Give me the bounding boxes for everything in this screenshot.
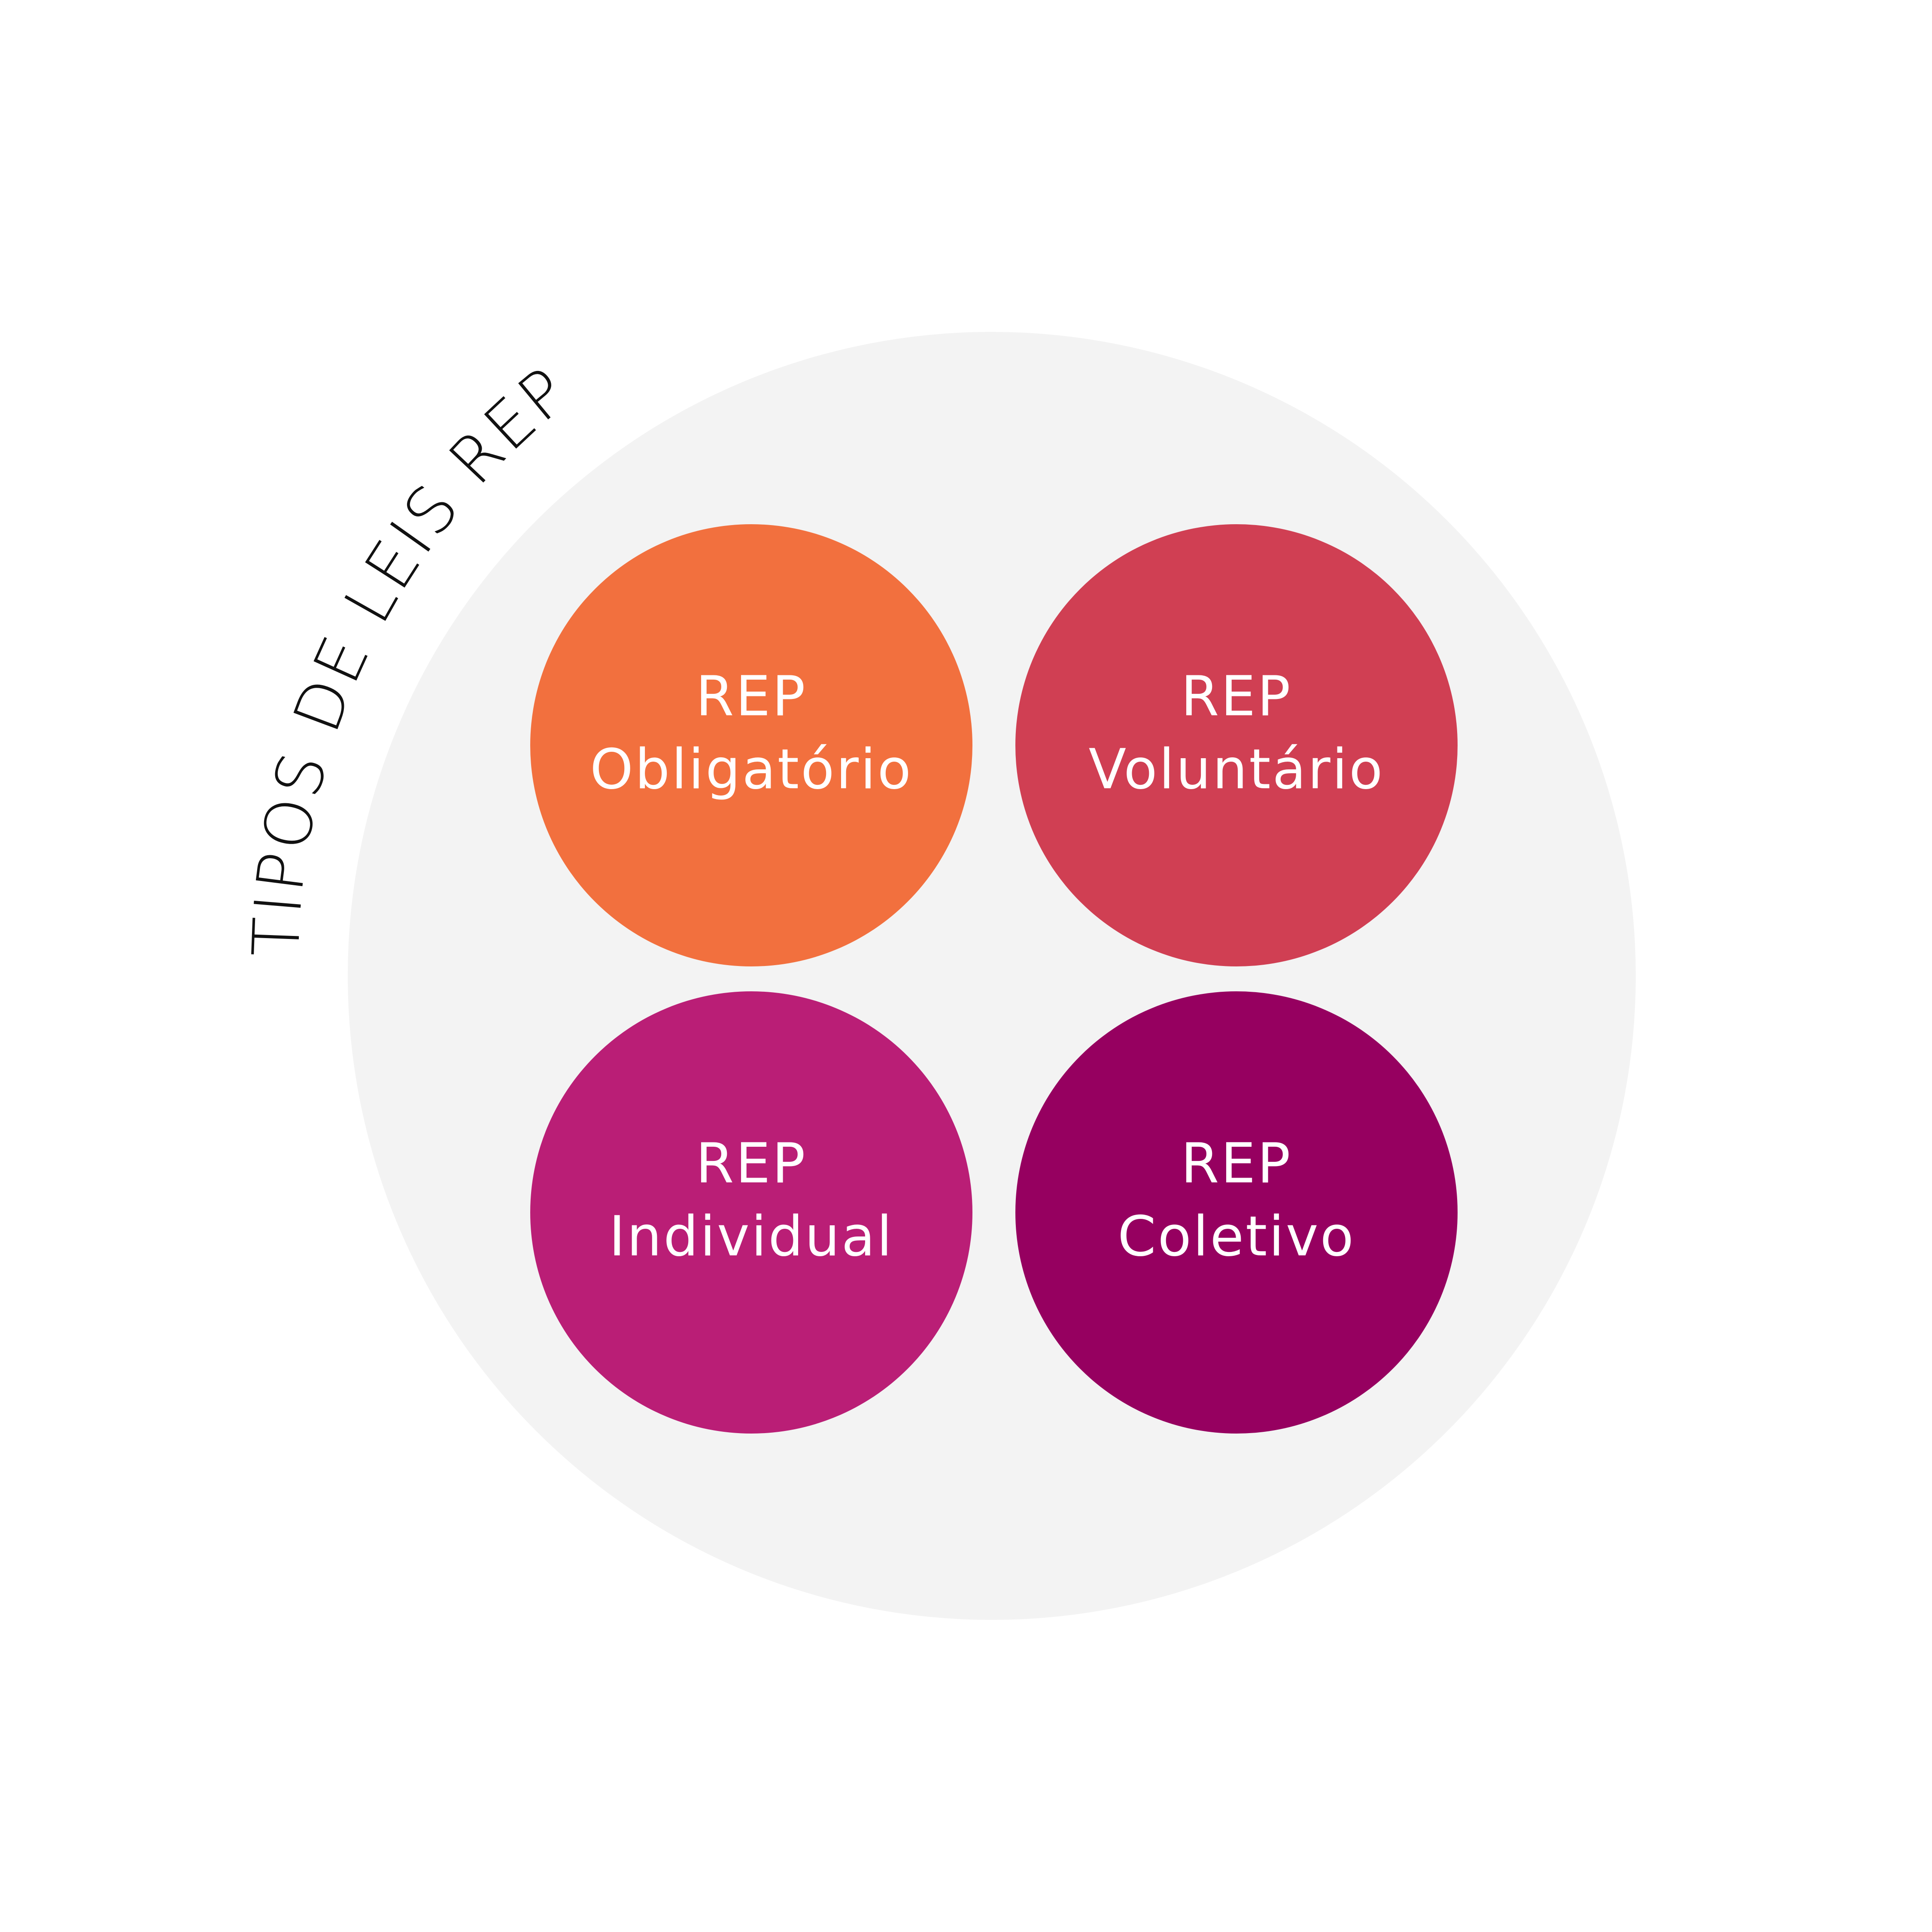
circle-voluntario: REP Voluntário [1015,524,1458,966]
circle-voluntario-label-line2: Voluntário [1089,738,1385,802]
circle-obligatorio-shape [530,524,972,966]
circle-coletivo-shape [1015,991,1458,1434]
circle-coletivo-label-line2: Coletivo [1118,1205,1355,1269]
circle-voluntario-shape [1015,524,1458,966]
circle-individual-shape [530,991,972,1434]
circle-obligatorio: REP Obligatório [530,524,972,966]
circle-obligatorio-label-line2: Obligatório [590,738,913,802]
circle-individual-label-line1: REP [696,1132,807,1196]
circle-individual: REP Individual [530,991,972,1434]
circle-coletivo: REP Coletivo [1015,991,1458,1434]
circle-individual-label-line2: Individual [609,1205,893,1269]
outer-container-circle [348,332,1636,1620]
circle-coletivo-label-line1: REP [1181,1132,1292,1196]
circle-voluntario-label-line1: REP [1181,665,1292,729]
circle-obligatorio-label-line1: REP [696,665,807,729]
